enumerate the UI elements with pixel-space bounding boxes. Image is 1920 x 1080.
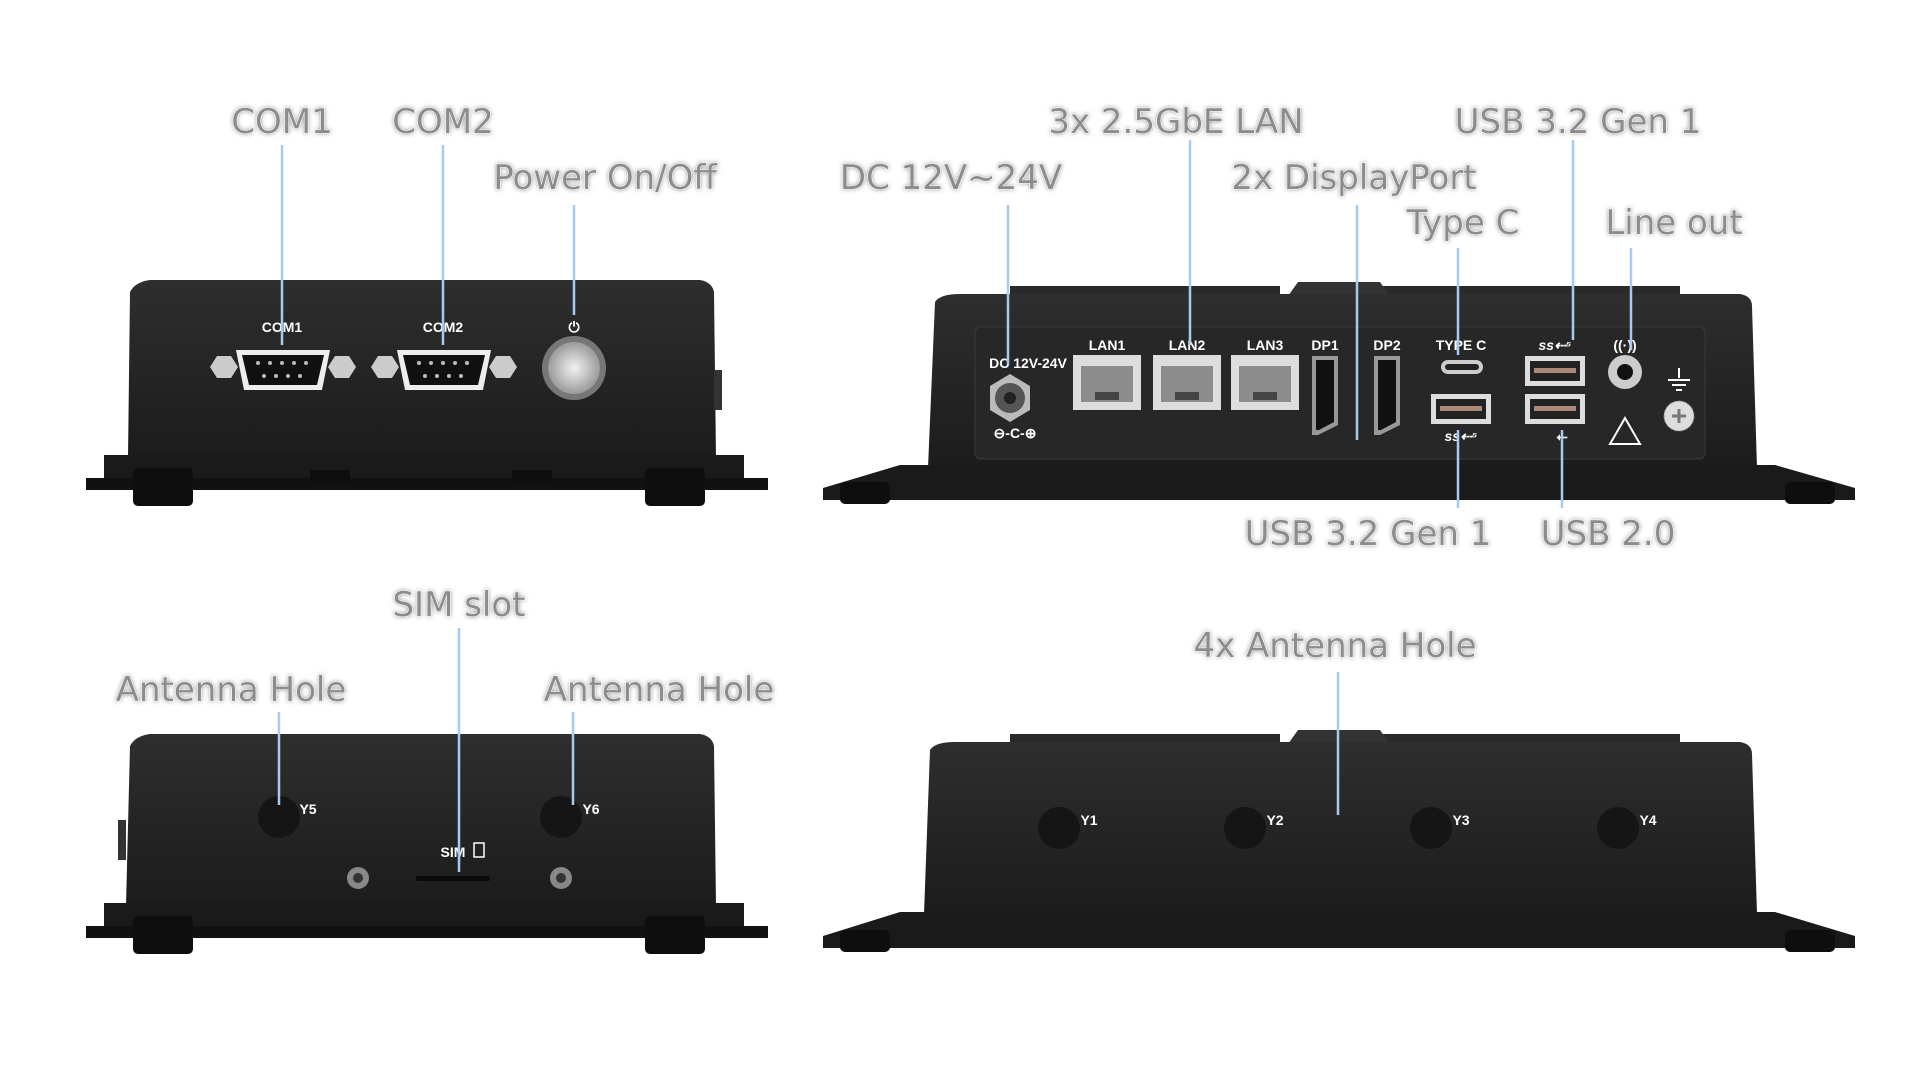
usb3-port-bottom	[1431, 394, 1491, 424]
lan1-port	[1073, 355, 1141, 410]
ground-icon	[1668, 368, 1690, 391]
antenna-left-callout: Antenna Hole	[116, 670, 347, 710]
sim-callout: SIM slot	[392, 585, 525, 625]
antenna-hole-4	[1597, 807, 1639, 849]
ss-usb-symbol-top: ss⇠⁵	[1539, 337, 1572, 353]
power-symbol: ⏻	[568, 319, 579, 335]
lineout-callout: Line out	[1605, 203, 1742, 243]
antenna-hole-1	[1038, 807, 1080, 849]
typec-port-label: TYPE C	[1436, 337, 1487, 353]
antenna-6-label: Y6	[582, 801, 599, 817]
antenna-right-callout: Antenna Hole	[544, 670, 775, 710]
com2-port	[371, 350, 517, 390]
right-side-base-plate	[823, 912, 1855, 948]
antenna-1-label: Y1	[1080, 812, 1097, 828]
dc-callout: DC 12V~24V	[840, 158, 1062, 198]
antenna-2-label: Y2	[1266, 812, 1283, 828]
com1-callout: COM1	[231, 102, 332, 142]
dp2-port	[1374, 356, 1400, 435]
power-callout: Power On/Off	[493, 158, 718, 198]
dc-port-label: DC 12V-24V	[989, 355, 1067, 371]
com1-port	[210, 350, 356, 390]
antenna-hole-2	[1224, 807, 1266, 849]
side-knob	[714, 370, 722, 410]
ss-usb-symbol-bottom: ss⇠⁵	[1445, 428, 1478, 444]
usb-top-callout: USB 3.2 Gen 1	[1455, 102, 1702, 142]
usb2-port	[1525, 394, 1585, 424]
lan-callout: 3x 2.5GbE LAN	[1048, 102, 1303, 142]
front-base-plate	[104, 455, 744, 479]
sim-label: SIM	[441, 844, 466, 860]
lan2-port-label: LAN2	[1169, 337, 1206, 353]
right-side-chassis	[924, 742, 1757, 914]
com2-callout: COM2	[392, 102, 493, 142]
displayport-callout: 2x DisplayPort	[1231, 158, 1476, 198]
antenna-4-label: Y4	[1639, 812, 1656, 828]
rear-view: DC 12V-24V ⊖-C-⊕ LAN1 LAN2 LAN3 DP1 DP2 …	[823, 102, 1855, 555]
antenna-hole-5	[258, 796, 300, 838]
antenna-hole-6	[540, 796, 582, 838]
hot-surface-warning-icon	[1608, 415, 1642, 445]
right-side-view: Y1 Y2 Y3 Y4 4x Antenna Hole	[823, 626, 1855, 952]
usb-bottom-callout: USB 3.2 Gen 1	[1245, 514, 1492, 554]
sim-slot[interactable]	[416, 876, 490, 881]
audio-symbol: ((·))	[1613, 337, 1636, 353]
power-button[interactable]	[548, 342, 600, 394]
usb2-callout: USB 2.0	[1541, 514, 1676, 554]
lan1-port-label: LAN1	[1089, 337, 1126, 353]
dp1-port-label: DP1	[1311, 337, 1338, 353]
lan3-port-label: LAN3	[1247, 337, 1284, 353]
rear-base-plate	[823, 465, 1855, 500]
antennas-callout: 4x Antenna Hole	[1193, 626, 1476, 666]
lan2-port	[1153, 355, 1221, 410]
antenna-hole-3	[1410, 807, 1452, 849]
dp2-port-label: DP2	[1373, 337, 1400, 353]
antenna-3-label: Y3	[1452, 812, 1469, 828]
dc-jack	[990, 374, 1030, 422]
antenna-5-label: Y5	[299, 801, 316, 817]
sim-card-icon	[473, 842, 485, 858]
left-side-chassis	[126, 734, 716, 906]
typec-callout: Type C	[1406, 203, 1520, 243]
usb3-port-top	[1525, 356, 1585, 386]
lan3-port	[1231, 355, 1299, 410]
dc-polarity-symbol: ⊖-C-⊕	[994, 425, 1037, 441]
left-side-base-plate	[104, 903, 744, 927]
front-mount-flange	[86, 478, 768, 490]
left-side-view: Y5 Y6 SIM SIM slot Antenna Hole Antenna …	[86, 585, 775, 954]
front-view: COM1 COM2 ⏻ COM1 COM2 Power On/Off	[86, 102, 768, 506]
dp1-port	[1312, 356, 1338, 435]
